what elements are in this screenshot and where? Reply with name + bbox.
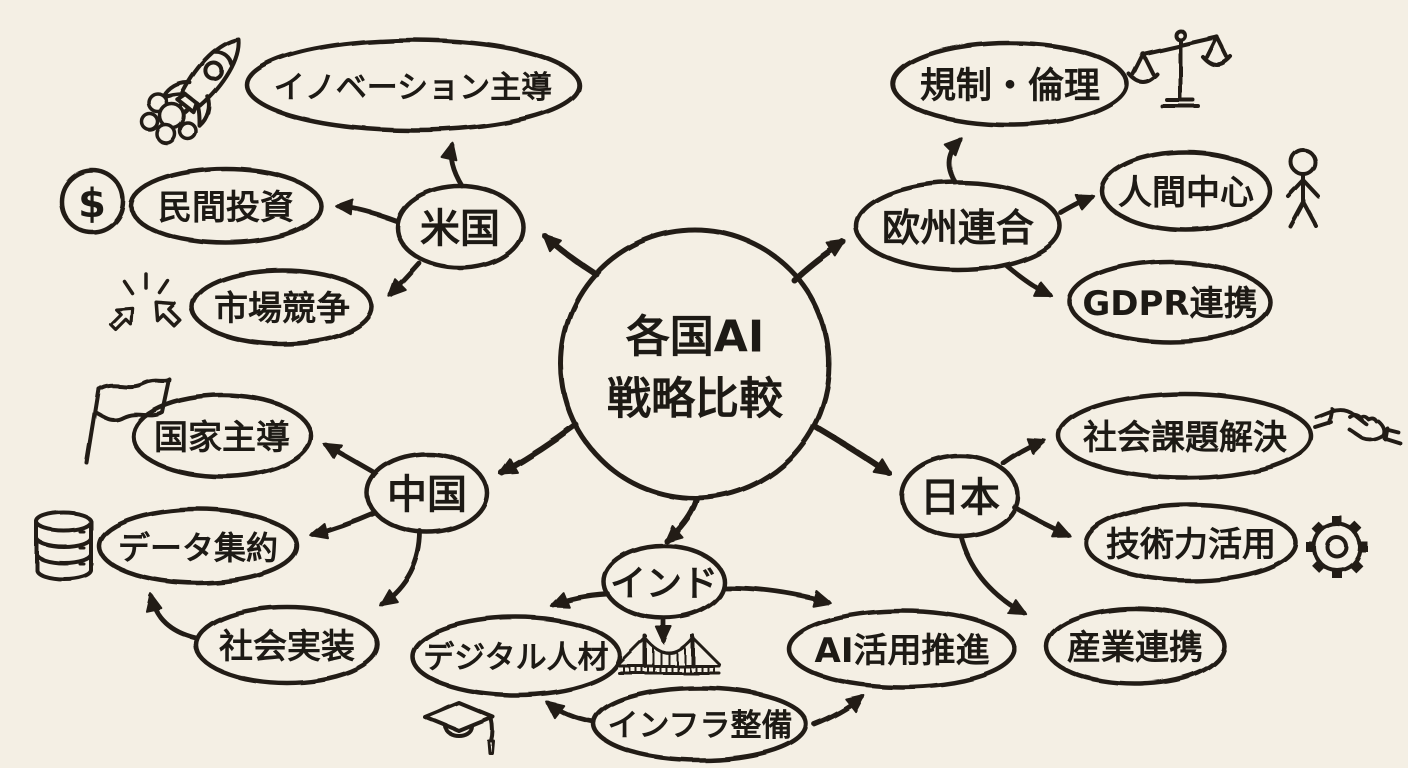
node-private-shape — [128, 166, 324, 246]
node-eu-label: 欧州連合 — [882, 206, 1034, 250]
node-shapes — [96, 37, 1314, 763]
node-ai-label: AI活用推進 — [815, 631, 990, 671]
node-digital-label: デジタル人材 — [423, 640, 608, 676]
bridge-icon — [617, 634, 721, 675]
node-ai-shape — [786, 608, 1018, 690]
dollar-glyph: $ — [78, 181, 106, 227]
node-socialissues-label: 社会課題解決 — [1083, 418, 1287, 458]
node-china-shape — [364, 451, 490, 535]
edge-usa-private — [334, 198, 400, 224]
node-india-shape — [601, 543, 727, 621]
edge-japan-industry — [958, 533, 1028, 616]
edge-china-data — [308, 509, 377, 539]
node-regulation-shape — [890, 40, 1130, 128]
edges — [145, 137, 1096, 727]
flag-icon — [85, 377, 171, 465]
node-usa-shape — [394, 183, 526, 271]
person-icon — [1286, 148, 1320, 228]
node-state-label: 国家主導 — [154, 418, 290, 458]
node-infra-label: インフラ整備 — [607, 708, 792, 744]
node-center-shape — [558, 227, 832, 501]
node-gdpr-shape — [1067, 259, 1273, 345]
edge-eu-gdpr — [1004, 263, 1054, 298]
edge-usa-market — [388, 261, 423, 298]
edge-center-china — [498, 422, 579, 476]
node-market-label: 市場競争 — [214, 289, 350, 329]
node-china-label: 中国 — [387, 472, 467, 518]
edge-india-digital — [549, 591, 611, 608]
edge-india-ai — [721, 585, 832, 607]
edge-japan-tech — [1011, 504, 1072, 538]
node-gdpr-label: GDPR連携 — [1082, 284, 1257, 324]
gear-icon — [1306, 516, 1368, 578]
node-industry-shape — [1043, 605, 1227, 687]
node-regulation-label: 規制・倫理 — [920, 65, 1100, 107]
graduation-cap-icon — [423, 701, 495, 755]
edge-infra-digital — [545, 700, 597, 725]
center-title-line1: 各国AI — [626, 312, 764, 363]
node-social-shape — [193, 604, 381, 686]
node-eu-shape — [853, 179, 1063, 273]
node-innovation-label: イノベーション主導 — [274, 70, 552, 106]
node-social-label: 社会実装 — [219, 627, 355, 667]
icons — [35, 28, 1402, 755]
node-private-label: 民間投資 — [158, 188, 294, 228]
node-state-shape — [130, 392, 314, 480]
scales-icon — [1127, 28, 1233, 108]
node-market-shape — [189, 267, 375, 347]
node-labels: 各国AI 戦略比較 米国 イノベーション主導 民間投資 市場競争 欧州連合 規制… — [78, 65, 1287, 745]
node-socialissues-shape — [1056, 391, 1314, 481]
edge-center-india — [664, 496, 700, 544]
node-infra-shape — [591, 685, 809, 763]
rocket-icon — [140, 37, 241, 145]
edge-usa-innovation — [440, 141, 465, 189]
node-data-label: データ集約 — [118, 529, 278, 567]
edge-center-usa — [542, 233, 599, 277]
edge-japan-socialissues — [1000, 437, 1047, 466]
node-human-label: 人間中心 — [1118, 173, 1254, 213]
node-data-shape — [96, 506, 300, 586]
edge-china-social — [379, 528, 423, 607]
node-tech-label: 技術力活用 — [1106, 525, 1276, 565]
node-japan-label: 日本 — [920, 475, 1000, 521]
node-human-shape — [1099, 149, 1273, 233]
center-title-line2: 戦略比較 — [607, 374, 784, 425]
edge-center-japan — [811, 423, 893, 477]
handshake-icon — [1313, 407, 1402, 445]
node-innovation-shape — [244, 37, 582, 133]
edge-china-state — [322, 442, 376, 475]
database-icon — [35, 511, 93, 581]
node-digital-shape — [409, 614, 623, 698]
edge-social-data — [145, 592, 199, 641]
click-cursor-icon — [108, 272, 183, 332]
edge-eu-regulation — [943, 137, 963, 185]
node-japan-shape — [899, 453, 1021, 539]
node-tech-shape — [1083, 502, 1299, 584]
edge-center-eu — [791, 239, 847, 283]
node-industry-label: 産業連携 — [1067, 628, 1203, 668]
dollar-icon — [58, 167, 126, 235]
edge-infra-ai — [811, 694, 865, 727]
edge-eu-human — [1058, 194, 1096, 216]
node-india-label: インド — [610, 564, 718, 605]
node-usa-label: 米国 — [420, 206, 500, 252]
